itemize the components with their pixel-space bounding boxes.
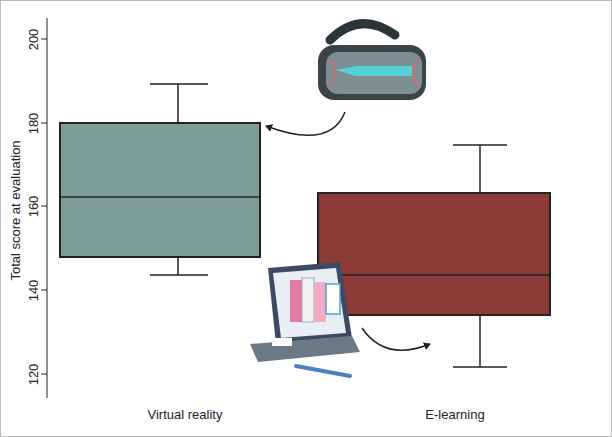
axis-tick-label: 180 (27, 112, 40, 134)
vr-boxplot (60, 84, 260, 275)
category-label: E-learning (425, 408, 484, 421)
axis-tick-label: 120 (27, 363, 40, 385)
axis-tick-label: 200 (27, 28, 40, 50)
axis-tick-label: 140 (27, 279, 40, 301)
vr-headset-icon (318, 24, 426, 100)
laptop-icon (250, 262, 360, 376)
elearning-boxplot (318, 145, 550, 367)
pointer-arrow (266, 112, 345, 135)
y-axis (41, 18, 47, 398)
axis-tick-label: 160 (27, 195, 40, 217)
pointer-arrow (362, 328, 430, 350)
category-label: Virtual reality (148, 408, 223, 421)
axis-title: Total score at evaluation (9, 140, 22, 280)
